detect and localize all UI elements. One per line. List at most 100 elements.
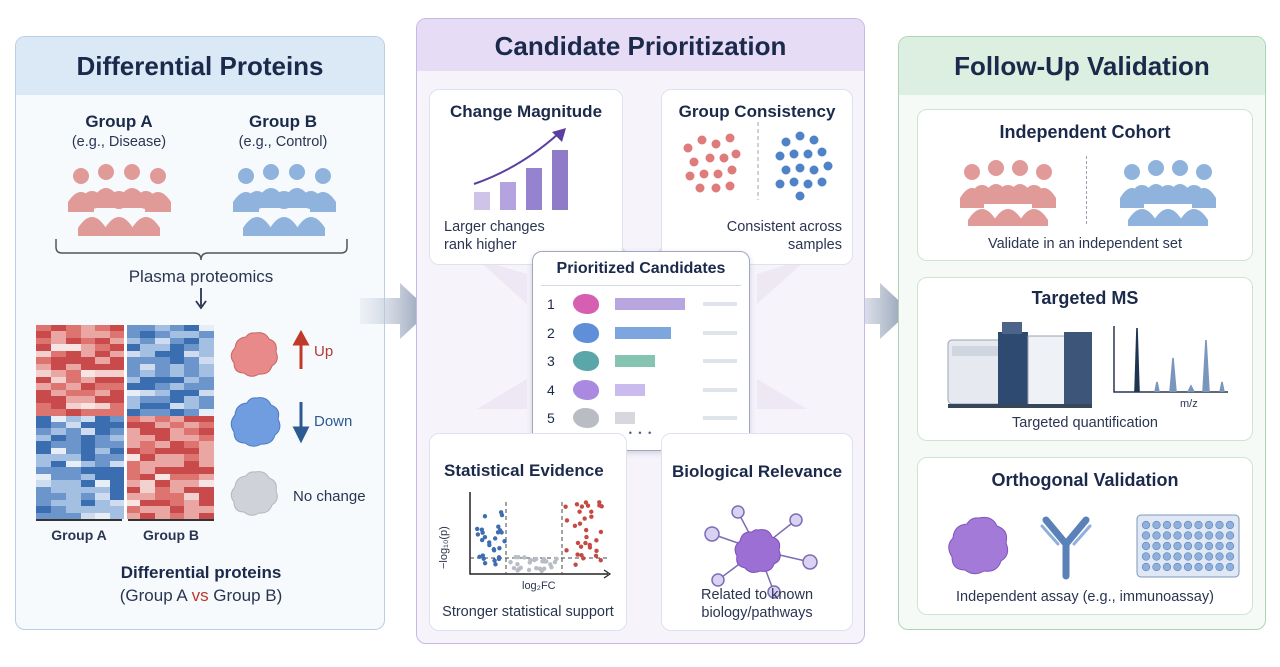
heatmap-cell [125, 480, 141, 488]
heatmap-cell [154, 376, 170, 384]
heatmap-cell [50, 499, 67, 507]
heatmap-cell [80, 331, 96, 339]
heatmap-cell [184, 370, 200, 378]
heatmap-label-group-a: Group A [51, 527, 107, 543]
heatmap-cell [95, 344, 111, 352]
blue-sample-dot [795, 131, 805, 141]
heatmap-cell [36, 383, 52, 391]
heatmap-cell [169, 409, 185, 417]
card-title: Targeted MS [1031, 288, 1139, 308]
plate-well [1215, 552, 1224, 561]
heatmap-cell [199, 499, 215, 507]
heatmap-cell [139, 344, 156, 352]
up-regulated-point [594, 548, 599, 554]
heatmap-cell [154, 473, 170, 481]
heatmap-cell [50, 512, 67, 520]
heatmap-cell [199, 402, 215, 410]
plate-well [1173, 552, 1182, 561]
heatmap-cell [169, 422, 185, 429]
heatmap-cell [110, 447, 126, 455]
summary-subtitle: (Group A vs Group B) [66, 586, 336, 606]
heatmap-cell [154, 499, 170, 507]
down-regulated-point [496, 524, 501, 529]
heatmap-cell [110, 383, 126, 391]
summary-sub-post: Group B) [208, 586, 283, 605]
flow-arrow-left [360, 283, 430, 339]
antibody-icon [1040, 516, 1092, 580]
heatmap-cell [125, 409, 141, 417]
heatmap-cell [169, 402, 185, 410]
rank-number: 5 [547, 410, 555, 426]
heatmap-cell [154, 428, 170, 436]
heatmap-cell [154, 454, 170, 462]
mass-spectrometer-icon [947, 322, 1092, 408]
heatmap-cell [65, 415, 81, 423]
group-a-people-icon [68, 164, 171, 236]
plate-well [1162, 520, 1172, 530]
heatmap-cell [110, 486, 126, 494]
heatmap-cell [139, 506, 156, 514]
group-a-sublabel: (e.g., Disease) [71, 134, 167, 150]
heatmap-cell [36, 344, 52, 352]
heatmap-cell [199, 454, 215, 462]
bio-caption-1: Related to known [700, 587, 814, 603]
heatmap-cell [95, 441, 111, 449]
heatmap-cell [50, 383, 67, 391]
heatmap-cell [110, 454, 126, 462]
heatmap-cell [139, 370, 156, 378]
heatmap-cell [154, 396, 170, 404]
rank-number: 1 [547, 296, 555, 312]
plate-well [1194, 520, 1203, 530]
card-title: Biological Relevance [671, 462, 843, 481]
heatmap-cell [36, 454, 52, 462]
heatmap-cell [95, 370, 111, 378]
heatmap-cell [80, 512, 96, 520]
plate-well [1162, 541, 1172, 551]
protein-no-change-icon [230, 471, 278, 516]
heatmap-cell [65, 447, 81, 455]
heatmap-cell [169, 337, 185, 345]
heatmap-cell [139, 422, 156, 429]
heatmap-cell [50, 428, 67, 436]
heatmap-cell [184, 415, 200, 423]
non-significant-point [526, 567, 532, 573]
heatmap-cell [184, 422, 200, 429]
heatmap-cell [65, 422, 81, 429]
heatmap-cell [125, 415, 141, 423]
heatmap-cell [65, 493, 81, 501]
heatmap-cell [154, 383, 170, 391]
heatmap-cell [169, 428, 185, 436]
heatmap-cell [36, 325, 52, 332]
heatmap-cell [139, 325, 156, 332]
spectrum-plot [1113, 326, 1228, 393]
change-caption-1: Larger changes [444, 219, 545, 235]
blue-sample-dot [823, 161, 833, 171]
heatmap-cell [125, 396, 141, 404]
heatmap-cell [199, 331, 215, 339]
heatmap-cell [125, 376, 141, 384]
heatmap-cell [199, 434, 215, 442]
heatmap-cell [154, 415, 170, 423]
bar-growth-icon [473, 128, 568, 210]
heatmap-label-group-b: Group B [143, 527, 199, 543]
red-sample-dot [725, 181, 735, 191]
heatmap-cell [36, 376, 52, 384]
heatmap-cell [139, 454, 156, 462]
score-bar [615, 298, 685, 310]
heatmap-cell [184, 357, 200, 365]
plate-well [1225, 552, 1235, 561]
down-regulated-point [493, 562, 498, 567]
heatmap-cell [139, 499, 156, 507]
heatmap-cell [50, 350, 67, 358]
heatmap-cell [65, 389, 81, 397]
heatmap-cell [184, 383, 200, 391]
heatmap-cell [50, 447, 67, 455]
heatmap-cell [125, 389, 141, 397]
candidate-protein-icon [573, 351, 599, 371]
heatmap-cell [110, 434, 126, 442]
panel-title: Differential Proteins [76, 51, 324, 81]
heatmap-cell [50, 480, 67, 488]
red-sample-dot [683, 143, 693, 153]
up-regulated-point [563, 504, 568, 509]
heatmap-cell [139, 357, 156, 365]
